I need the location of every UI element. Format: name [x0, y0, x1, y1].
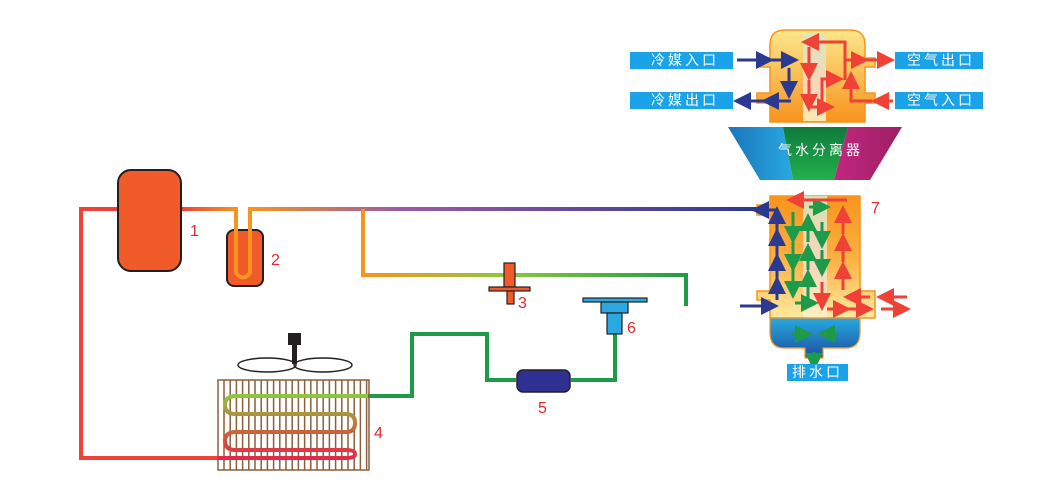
- label-number-5: 5: [538, 400, 547, 417]
- condenser-fan: [237, 333, 353, 373]
- condenser[interactable]: [217, 379, 370, 471]
- label-number-7: 7: [871, 200, 880, 217]
- filter-drier[interactable]: [516, 369, 571, 393]
- svg-text:排水口: 排水口: [792, 365, 843, 381]
- bypass-valve[interactable]: [488, 262, 531, 305]
- pipe-filter-expansion: [571, 334, 617, 382]
- svg-text:冷媒出口: 冷媒出口: [651, 93, 719, 109]
- pipe-bypass: [361, 209, 688, 306]
- svg-text:空气入口: 空气入口: [907, 93, 975, 109]
- label-air-out: 空气出口: [895, 52, 983, 69]
- svg-text:冷媒入口: 冷媒入口: [651, 53, 719, 69]
- pipes: [79, 207, 760, 460]
- label-air-in: 空气入口: [895, 92, 983, 109]
- label-drain: 排水口: [787, 364, 848, 381]
- label-number-1: 1: [190, 223, 199, 240]
- svg-text:空气出口: 空气出口: [907, 53, 975, 69]
- evaporator[interactable]: [740, 191, 911, 371]
- label-refrigerant-out: 冷媒出口: [630, 92, 733, 109]
- label-number-3: 3: [518, 295, 527, 312]
- label-refrigerant-in: 冷媒入口: [630, 52, 733, 69]
- compressor[interactable]: [117, 169, 182, 272]
- air-water-separator: [728, 127, 902, 180]
- expansion-valve[interactable]: [582, 297, 648, 335]
- label-number-2: 2: [271, 252, 280, 269]
- top-heat-exchanger: [733, 29, 895, 123]
- label-number-4: 4: [374, 425, 383, 442]
- gas-liquid-separator[interactable]: [226, 226, 264, 287]
- pipe-discharge: [79, 207, 218, 460]
- label-number-6: 6: [627, 320, 636, 337]
- pipe-liquid-line: [368, 332, 516, 398]
- separator-label: 气水分离器: [778, 142, 863, 159]
